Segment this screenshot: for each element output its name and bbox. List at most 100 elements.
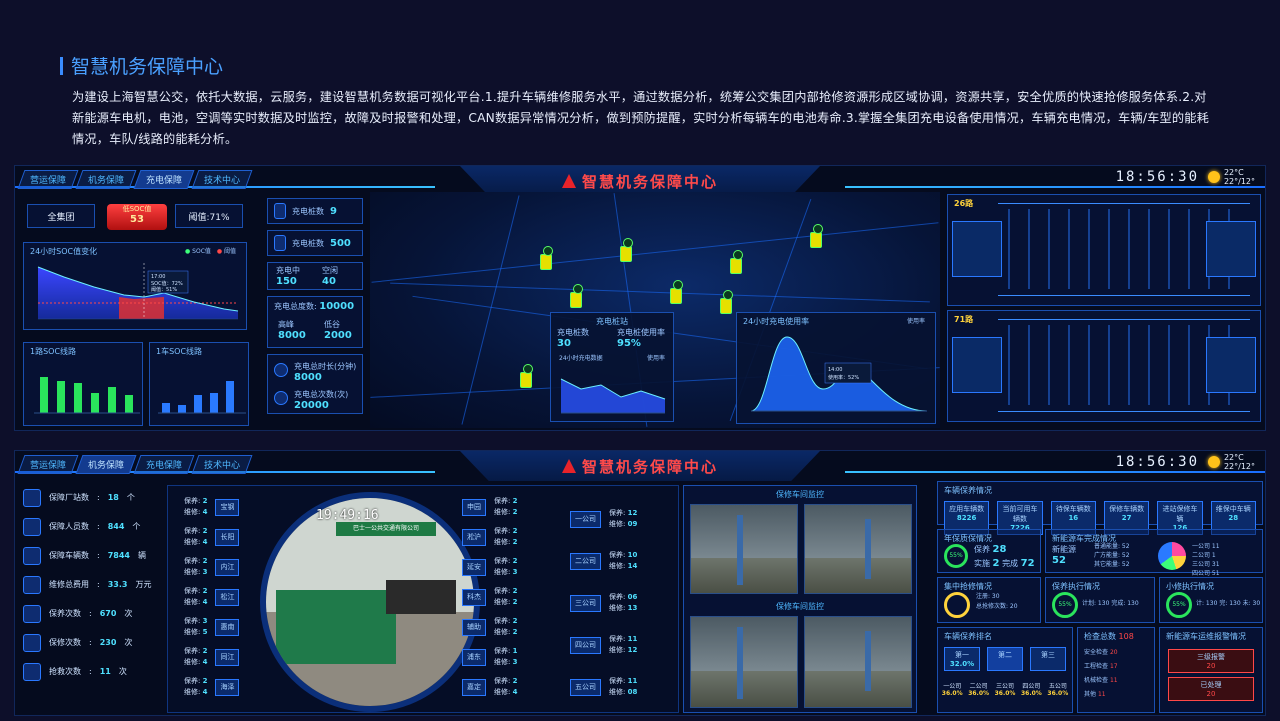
- pile-count-box: 充电桩数 500: [267, 230, 363, 256]
- receipt-icon: [23, 575, 41, 594]
- site-badge[interactable]: 松江: [215, 588, 240, 606]
- popup-title: 充电桩站: [596, 317, 628, 326]
- site-badge[interactable]: 长阳: [215, 528, 240, 546]
- map-station-marker[interactable]: [520, 364, 533, 388]
- building-icon: [23, 488, 41, 507]
- video-feed[interactable]: [804, 504, 912, 594]
- map-station-marker[interactable]: [720, 290, 733, 314]
- site-badge[interactable]: 辅助: [462, 618, 486, 636]
- tab-operation[interactable]: 营运保障: [17, 170, 79, 189]
- fleet-soc-bars: [158, 381, 246, 414]
- map-station-marker[interactable]: [730, 250, 743, 274]
- usage-panel: 24小时充电使用率 使用率 14:00 使用率：52%: [736, 312, 936, 424]
- map-station-marker[interactable]: [810, 224, 823, 248]
- dashboard-topbar: 营运保障 机务保障 充电保障 技术中心 智慧机务保障中心 18:56:30 22…: [15, 451, 1265, 481]
- dashboard-banner: 智慧机务保障中心: [460, 451, 820, 481]
- monitor-title-1: 保修车间监控: [776, 490, 824, 499]
- dashboard-banner: 智慧机务保障中心: [460, 166, 820, 196]
- inspection-panel: 检查总数 108 安全检查 20 工程检查 17 机械检查 11 其他 11: [1077, 627, 1155, 713]
- site-badge[interactable]: 申园: [462, 498, 486, 516]
- charging-duration-box: 充电总时长(分钟)8000 充电总次数(次)20000: [267, 354, 363, 414]
- site-badge[interactable]: 嘉定: [462, 678, 486, 696]
- fleet-soc-title: 1车SOC线路: [156, 347, 203, 356]
- clock: 18:56:30: [1115, 454, 1199, 470]
- site-badge[interactable]: 内江: [215, 558, 240, 576]
- tab-tech[interactable]: 技术中心: [191, 455, 253, 474]
- page-title-text: 智慧机务保障中心: [71, 56, 224, 78]
- monitor-title-2: 保修车间监控: [776, 602, 824, 611]
- route-71-panel: 71路: [947, 310, 1261, 422]
- title-accent-bar: [60, 56, 63, 75]
- soc-area-chart: 17:00 SOC值：72% 阈值：51%: [37, 263, 239, 320]
- company-badge[interactable]: 一公司: [570, 510, 601, 528]
- person-icon: [23, 517, 41, 536]
- group-selector[interactable]: 全集团: [27, 204, 95, 228]
- video-feed[interactable]: [690, 616, 798, 708]
- tab-charging[interactable]: 充电保障: [133, 455, 195, 474]
- site-badge[interactable]: 惠南: [215, 618, 240, 636]
- tab-tech[interactable]: 技术中心: [191, 170, 253, 189]
- tab-maintenance[interactable]: 机务保障: [75, 455, 137, 474]
- map-station-marker[interactable]: [570, 284, 583, 308]
- svg-text:使用率：52%: 使用率：52%: [828, 374, 859, 381]
- rescue-ring: [944, 592, 970, 618]
- dashboard-title: 智慧机务保障中心: [581, 172, 718, 191]
- site-badge[interactable]: 宝钢: [215, 498, 240, 516]
- clock: 18:56:30: [1115, 169, 1199, 185]
- tab-operation[interactable]: 营运保障: [17, 455, 79, 474]
- sun-icon: [1207, 171, 1220, 183]
- site-badge[interactable]: 海泽: [215, 678, 240, 696]
- map-station-marker[interactable]: [620, 238, 633, 262]
- camera-feed[interactable]: 巴士一公共交通有限公司 19:49:16: [260, 492, 480, 712]
- video-feed[interactable]: [690, 504, 798, 594]
- route-71-title: 71路: [954, 315, 974, 324]
- workshop-monitor-panel: 保修车间监控 保修车间监控: [683, 485, 917, 713]
- site-badge[interactable]: 同江: [215, 648, 240, 666]
- tow-truck-icon: [23, 662, 41, 681]
- bus-icon: [23, 546, 41, 565]
- battery-icon: [274, 203, 286, 219]
- fleet-soc-panel: 1车SOC线路: [149, 342, 249, 426]
- map-station-marker[interactable]: [670, 280, 683, 304]
- wrench-icon: [23, 604, 41, 623]
- svg-text:14:00: 14:00: [828, 367, 842, 373]
- video-feed[interactable]: [804, 616, 912, 708]
- site-badge[interactable]: 淞沪: [462, 528, 486, 546]
- tab-charging[interactable]: 充电保障: [133, 170, 195, 189]
- sun-icon: [1207, 456, 1220, 468]
- low-soc-badge: 低SOC值 53: [107, 204, 167, 230]
- dashboard-tabs: 营运保障 机务保障 充电保障 技术中心: [17, 455, 253, 474]
- page-header: 智慧机务保障中心 为建设上海智慧公交，依托大数据，云服务，建设智慧机务数据可视化…: [60, 52, 1210, 150]
- route-26-panel: 26路: [947, 194, 1261, 306]
- layers-icon: [274, 391, 288, 405]
- site-badge[interactable]: 延安: [462, 558, 486, 576]
- company-badge[interactable]: 四公司: [570, 636, 601, 654]
- route-soc-bars: [34, 377, 140, 414]
- charger-icon: [274, 235, 286, 251]
- map-station-marker[interactable]: [540, 246, 553, 270]
- company-badge[interactable]: 五公司: [570, 678, 601, 696]
- brand-logo-icon: [561, 174, 576, 188]
- tab-maintenance[interactable]: 机务保障: [75, 170, 137, 189]
- company-badge[interactable]: 二公司: [570, 552, 601, 570]
- site-badge[interactable]: 科杰: [462, 588, 486, 606]
- soc-tooltip-time: 17:00: [151, 274, 165, 280]
- exec-panel: 保养执行情况 55% 计划: 130 完成: 130: [1045, 577, 1155, 623]
- dashboard-maintenance: 营运保障 机务保障 充电保障 技术中心 智慧机务保障中心 18:56:30 22…: [14, 450, 1266, 716]
- brand-logo-icon: [561, 459, 576, 473]
- site-badge[interactable]: 浦东: [462, 648, 486, 666]
- company-badge[interactable]: 三公司: [570, 594, 601, 612]
